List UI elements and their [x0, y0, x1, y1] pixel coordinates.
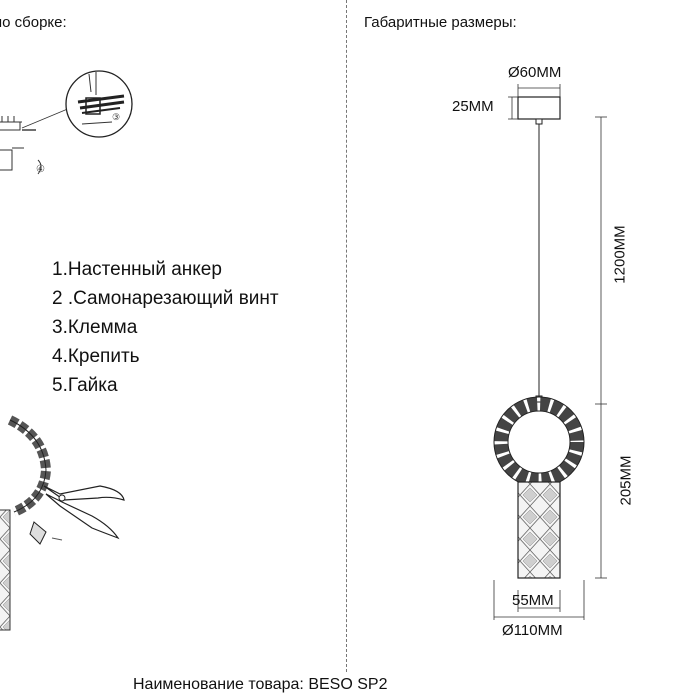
canopy-height-label: 25MM [452, 98, 494, 115]
dimension-lines [493, 84, 607, 620]
callout-4: ④ [36, 164, 45, 175]
dimensions-heading: Габаритные размеры: [364, 14, 517, 31]
cable-length-label: 1200MM [611, 225, 629, 284]
tube-width-label: 55MM [512, 592, 554, 609]
pliers-sketch [29, 485, 125, 545]
part-item: 5.Гайка [52, 375, 118, 396]
body-height-label: 205MM [617, 455, 635, 506]
detail-magnifier [65, 70, 133, 138]
lamp-sketch-left [0, 415, 52, 631]
part-item: 4.Крепить [52, 346, 140, 367]
ring-diameter-label: Ø110MM [502, 622, 563, 639]
part-item: 3.Клемма [52, 317, 138, 338]
callout-3: ③ [112, 112, 120, 122]
canopy-diameter-label: Ø60MM [508, 64, 562, 81]
part-item: 2 .Самонарезающий винт [52, 288, 279, 309]
page-divider [346, 0, 347, 672]
parts-list: 1.Настенный анкер 2 .Самонарезающий винт… [52, 255, 279, 400]
ceiling-mount-sketch [0, 107, 71, 175]
lamp-drawing [493, 96, 585, 579]
assembly-heading: по сборке: [0, 14, 67, 31]
product-name: Наименование товара: BESO SP2 [133, 676, 388, 693]
part-item: 1.Настенный анкер [52, 259, 222, 280]
